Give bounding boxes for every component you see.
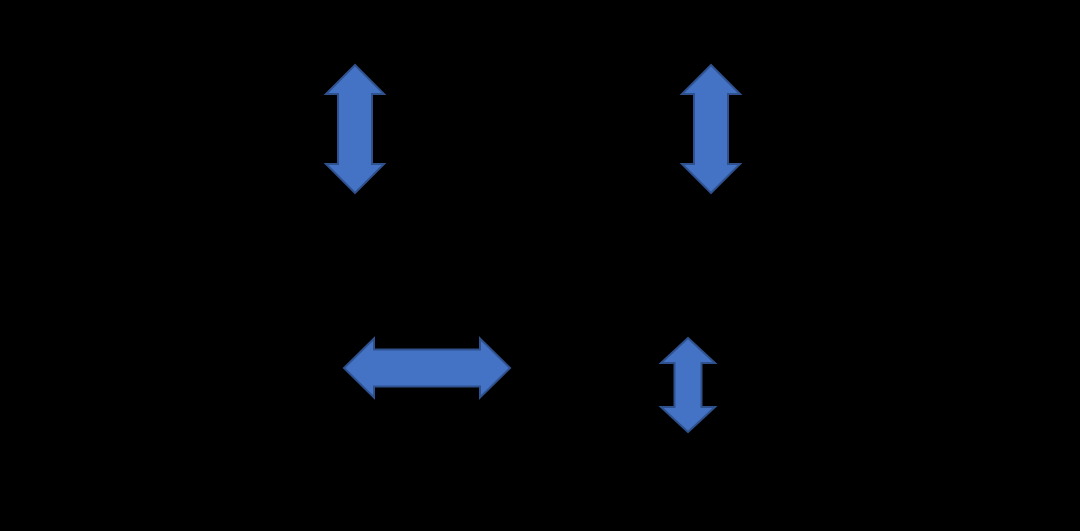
double-arrow-vertical-bottom-right — [658, 336, 718, 434]
double-arrow-vertical-top-left — [323, 63, 387, 195]
double-arrow-vertical-top-right — [679, 63, 743, 195]
double-arrow-horizontal-bottom-left — [342, 336, 512, 400]
